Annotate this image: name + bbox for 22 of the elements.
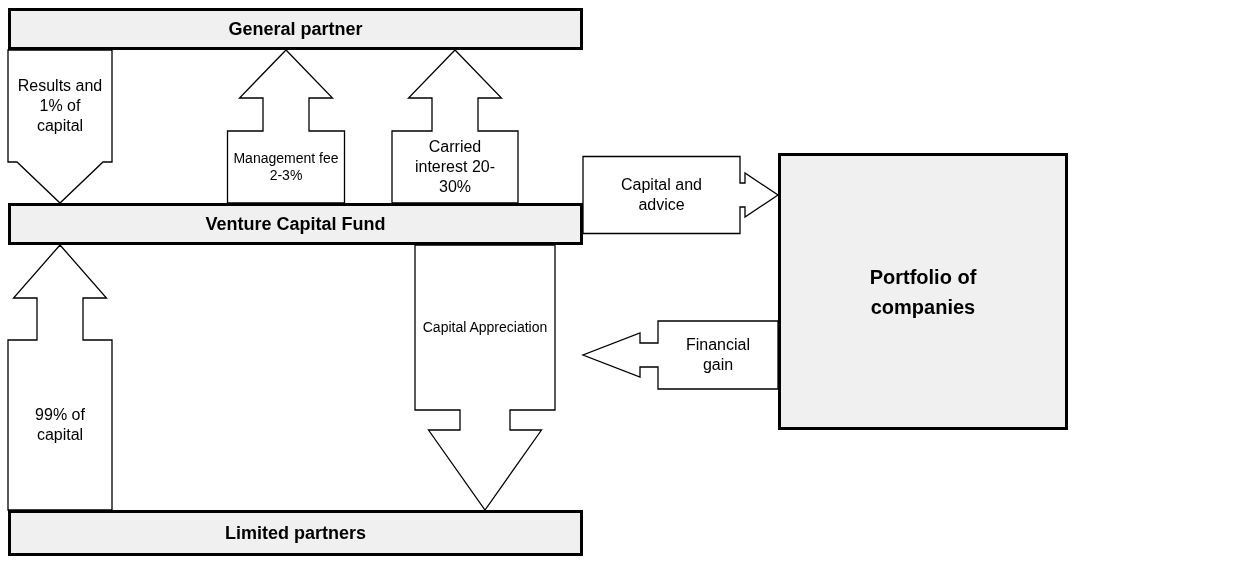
edge-label: Carried interest 20-30% bbox=[413, 137, 496, 197]
block-arrow bbox=[581, 320, 779, 390]
block-arrow bbox=[7, 49, 113, 204]
block-arrow bbox=[7, 244, 113, 511]
entity-box bbox=[8, 510, 583, 556]
block-arrow bbox=[582, 155, 780, 235]
entity-box bbox=[8, 203, 583, 245]
block-arrow bbox=[414, 244, 556, 512]
edge-label: 99% of capital bbox=[34, 405, 86, 445]
edge-label: Financial gain bbox=[685, 335, 751, 375]
entity-box bbox=[778, 153, 1068, 430]
block-arrow bbox=[226, 49, 346, 204]
box-title: General partner bbox=[228, 17, 363, 41]
entity-box bbox=[8, 8, 583, 50]
edge-label: Results and 1% of capital bbox=[16, 76, 104, 136]
edge-label: Management fee 2-3% bbox=[232, 149, 340, 185]
box-title: Venture Capital Fund bbox=[205, 212, 386, 236]
box-title: Limited partners bbox=[225, 521, 366, 545]
edge-label: Capital and advice bbox=[620, 175, 703, 215]
block-arrow bbox=[391, 49, 519, 204]
edge-label: Capital Appreciation bbox=[422, 318, 548, 337]
box-title: Portfolio of companies bbox=[868, 264, 978, 320]
